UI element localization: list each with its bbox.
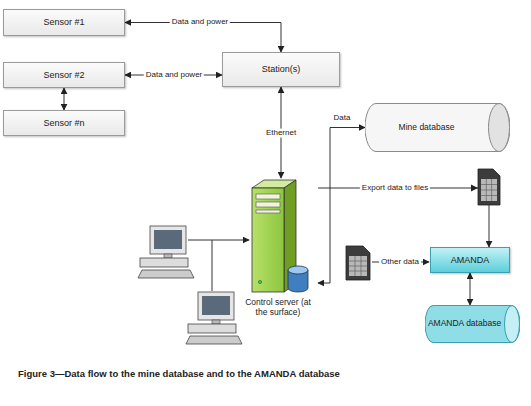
edge-label: Data and power (144, 71, 204, 80)
file-grid (349, 256, 367, 276)
server-label: Control server (at the surface) (241, 298, 315, 318)
node-label: Mine database (399, 123, 455, 133)
figure-caption: Figure 3—Data flow to the mine database … (18, 368, 340, 379)
database-cylinder: Mine database (365, 103, 510, 152)
monitor (198, 292, 234, 320)
monitor (150, 226, 186, 254)
edge-label: Data and power (170, 18, 230, 27)
file-grid-lines (349, 256, 367, 276)
cylinder-end (489, 104, 510, 152)
workstation-icon (138, 226, 194, 278)
flow-arrow (470, 273, 471, 305)
database-cylinder: AMANDA database (425, 305, 520, 343)
monitor-neck (164, 254, 172, 258)
node-label: Sensor #2 (43, 70, 84, 80)
sensor-box: Sensor #n (3, 110, 125, 136)
keyboard (186, 336, 242, 344)
text-holder: Mine database (399, 123, 477, 133)
flow-label: Other data (379, 258, 421, 267)
text-holder: AMANDA database (428, 319, 517, 329)
flow-arrow (318, 128, 365, 284)
cylinder-body (425, 306, 520, 343)
text-holder: Control server (at the surface) (241, 298, 315, 318)
edge-label: Data (332, 114, 353, 123)
sensor-box: Sensor #2 (3, 62, 125, 88)
server-node: Control server (at the surface) (238, 178, 318, 318)
screen (154, 230, 182, 249)
workstation-icon (186, 292, 242, 344)
node-label: Station(s) (262, 64, 301, 74)
file-icon (346, 246, 370, 280)
text-holder: Sensor #n (43, 118, 84, 128)
text-holder: AMANDA (451, 255, 490, 265)
file-grid (481, 179, 497, 201)
tower-front (252, 188, 284, 292)
flow-arrow (318, 188, 489, 247)
node-label: Sensor #n (43, 118, 84, 128)
screen (202, 296, 230, 315)
keyboard (138, 270, 194, 278)
monitor-neck (212, 320, 220, 324)
flow-arrow (64, 88, 65, 110)
database-top (288, 266, 308, 274)
desktop-case (140, 258, 188, 267)
station-box: Station(s) (222, 52, 340, 87)
node-label: AMANDA (451, 255, 490, 265)
node-label: Sensor #1 (43, 17, 84, 27)
cylinder-body (365, 104, 510, 152)
file-icon (478, 169, 500, 205)
drive-bay (256, 194, 280, 199)
text-holder: Sensor #1 (43, 17, 84, 27)
file-grid-lines (481, 179, 497, 201)
file-sheet (478, 169, 500, 205)
cylinder-end (505, 306, 520, 343)
power-light (258, 280, 261, 283)
desktop-case (188, 324, 236, 333)
arrow-head (471, 185, 478, 192)
sensor-box: Sensor #1 (3, 9, 125, 36)
edge-label: Export data to files (360, 184, 430, 193)
file-sheet (346, 246, 370, 280)
database-icon (288, 266, 308, 292)
drive-bay (256, 202, 280, 207)
flow-arrow (125, 23, 281, 53)
text-holder: Sensor #2 (43, 70, 84, 80)
drive-bay (256, 210, 280, 213)
workstation-link (212, 240, 213, 291)
edge-label: Ethernet (264, 129, 298, 138)
text-holder: Station(s) (262, 64, 301, 74)
workstation-link (188, 240, 249, 241)
software-box: AMANDA (430, 247, 510, 273)
node-label: AMANDA database (428, 319, 501, 329)
